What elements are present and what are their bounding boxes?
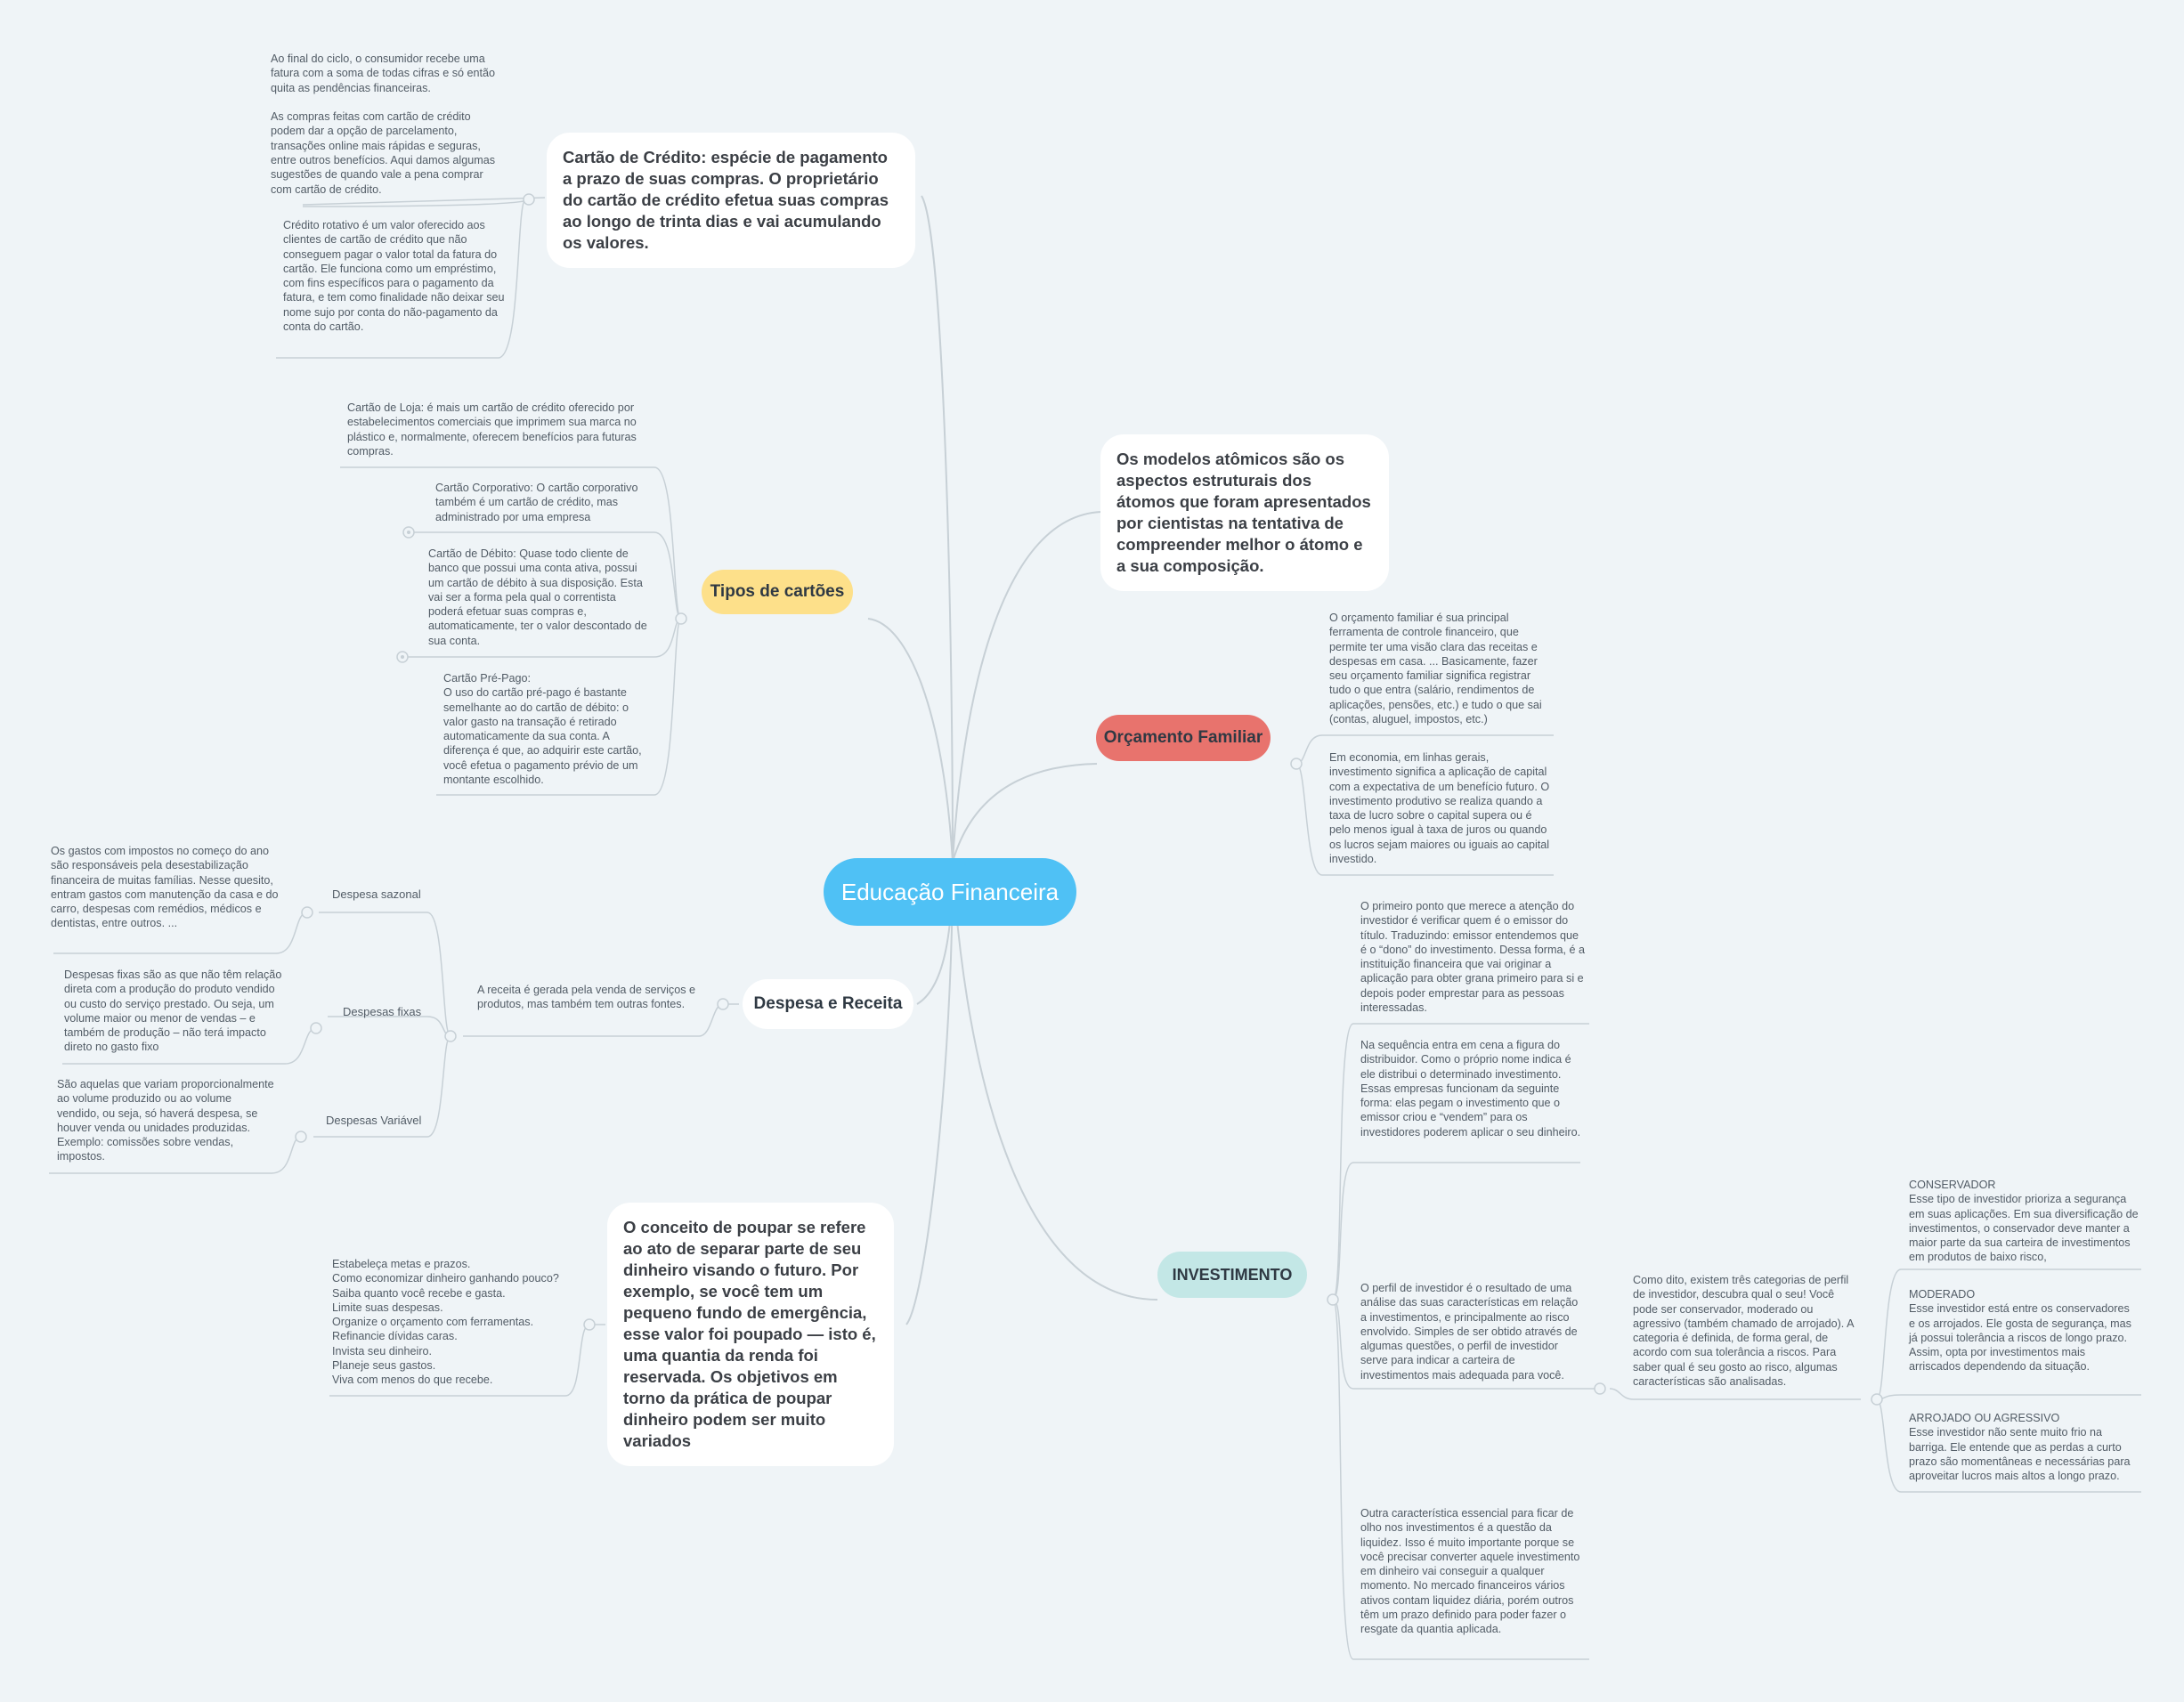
note-orcamento-1: O orçamento familiar é sua principal fer… — [1329, 612, 1546, 726]
note-cartao-credito-1: Ao final do ciclo, o consumidor recebe u… — [271, 53, 496, 196]
note-perfil-arrojado: ARROJADO OU AGRESSIVO Esse investidor nã… — [1909, 1412, 2131, 1483]
note-cartao-corporativo: Cartão Corporativo: O cartão corporativo… — [435, 482, 641, 523]
label-despesas-variavel[interactable]: Despesas Variável — [326, 1114, 422, 1127]
note-investimento-perfil: O perfil de investidor é o resultado de … — [1360, 1282, 1581, 1382]
topic-modelos-atomicos[interactable]: Os modelos atômicos são os aspectos estr… — [1100, 434, 1389, 591]
note-despesa-sazonal: Os gastos com impostos no começo do ano … — [51, 845, 282, 930]
note-investimento-liquidez: Outra característica essencial para fica… — [1360, 1507, 1583, 1636]
topic-tipos-cartoes[interactable]: Tipos de cartões — [702, 570, 853, 614]
note-cartao-pre-pago: Cartão Pré-Pago: O uso do cartão pré-pag… — [443, 672, 642, 787]
label-despesas-fixas[interactable]: Despesas fixas — [343, 1005, 422, 1018]
topic-investimento[interactable]: INVESTIMENTO — [1157, 1252, 1307, 1298]
note-cartao-debito: Cartão de Débito: Quase todo cliente de … — [428, 547, 651, 647]
note-perfil-categorias: Como dito, existem três categorias de pe… — [1633, 1274, 1857, 1389]
note-perfil-conservador: CONSERVADOR Esse tipo de investidor prio… — [1909, 1179, 2139, 1264]
topic-poupar[interactable]: O conceito de poupar se refere ao ato de… — [607, 1203, 894, 1466]
note-cartao-credito-2: Crédito rotativo é um valor oferecido ao… — [283, 219, 508, 334]
note-despesas-variavel: São aquelas que variam proporcionalmente… — [57, 1078, 278, 1163]
note-perfil-moderado: MODERADO Esse investidor está entre os c… — [1909, 1288, 2131, 1374]
note-despesas-fixas: Despesas fixas são as que não têm relaçã… — [64, 969, 285, 1054]
note-poupar: Estabeleça metas e prazos. Como economiz… — [332, 1258, 559, 1387]
note-receita: A receita é gerada pela venda de serviço… — [477, 984, 696, 1011]
note-investimento-distribuidor: Na sequência entra em cena a figura do d… — [1360, 1039, 1581, 1139]
note-cartao-loja: Cartão de Loja: é mais um cartão de créd… — [347, 401, 640, 458]
topic-orcamento-familiar[interactable]: Orçamento Familiar — [1096, 715, 1271, 761]
note-investimento-emissor: O primeiro ponto que merece a atenção do… — [1360, 900, 1588, 1015]
central-topic[interactable]: Educação Financeira — [824, 858, 1076, 926]
note-orcamento-2: Em economia, em linhas gerais, investime… — [1329, 751, 1553, 866]
label-despesa-sazonal[interactable]: Despesa sazonal — [332, 887, 421, 901]
topic-cartao-credito[interactable]: Cartão de Crédito: espécie de pagamento … — [547, 133, 915, 268]
topic-despesa-receita[interactable]: Despesa e Receita — [743, 979, 913, 1029]
